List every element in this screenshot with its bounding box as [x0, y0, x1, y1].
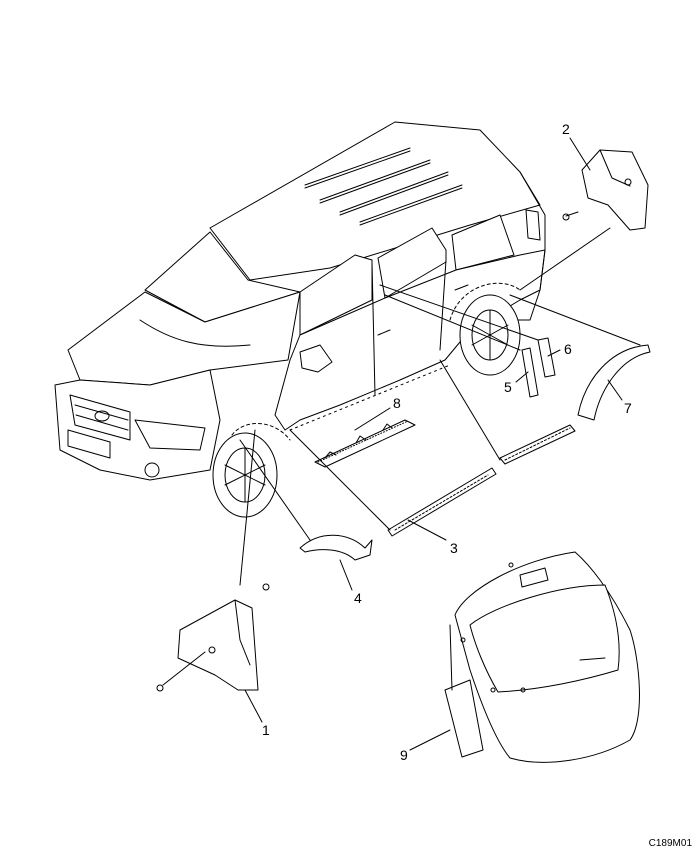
callout-7: 7	[624, 400, 632, 416]
figure-code: C189M01	[648, 838, 692, 849]
part-3-rocker-molding	[387, 424, 576, 537]
callout-4: 4	[354, 590, 362, 606]
explode-lines	[239, 227, 641, 691]
callout-leaders	[244, 137, 623, 751]
liftgate	[454, 551, 640, 763]
callout-3: 3	[450, 540, 458, 556]
part-1-front-mud-flap	[156, 583, 270, 692]
vehicle-body	[54, 121, 546, 518]
callout-5: 5	[504, 379, 512, 395]
callout-1: 1	[262, 722, 270, 738]
part-8-side-step	[314, 419, 416, 468]
part-4-front-wheel-arch-flare	[299, 534, 373, 561]
part-7-rear-wheel-arch-flare	[577, 344, 651, 421]
callout-9: 9	[400, 747, 408, 763]
callout-8: 8	[393, 395, 401, 411]
part-2-rear-mud-flap	[562, 149, 649, 231]
part-5-door-applique	[521, 347, 539, 398]
part-6-door-applique	[537, 337, 556, 378]
callout-6: 6	[564, 341, 572, 357]
part-9-liftgate-applique	[444, 679, 484, 758]
callout-2: 2	[562, 121, 570, 137]
